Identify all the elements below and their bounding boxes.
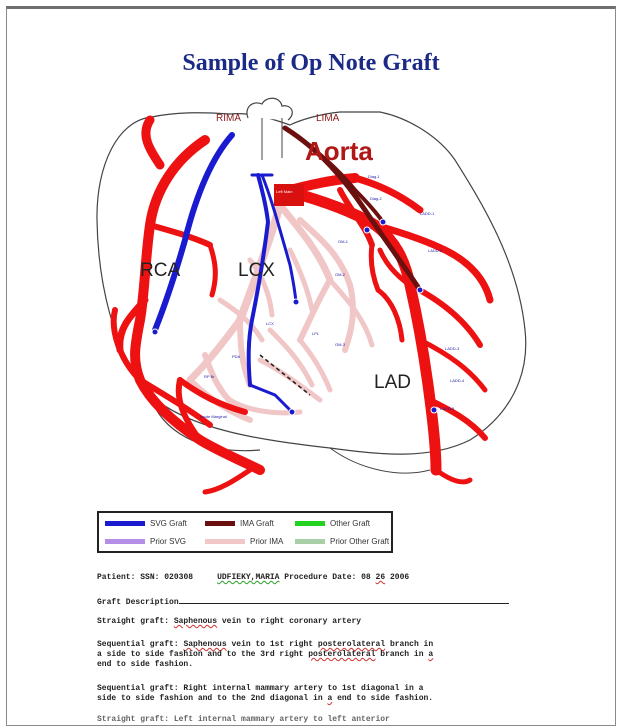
patient-label: Patient: (97, 573, 135, 582)
seq1-prefix: Sequential graft: (97, 640, 179, 649)
label-diag-2: Diag-2 (370, 196, 383, 201)
legend-label: Prior SVG (150, 537, 186, 546)
procedure-day: 26 (376, 573, 386, 582)
label-ladd-1: LADD-1 (420, 211, 435, 216)
label-rp-br: RP Br (204, 374, 215, 379)
label-acute-marginal: Acute Marginal (200, 414, 227, 419)
seq2-line1: Sequential graft: Right internal mammary… (97, 684, 423, 693)
label-left-main: Left Main (276, 189, 292, 194)
heart-lower-outline (330, 448, 430, 473)
seq1-part-b: vein to 1st right (231, 640, 313, 649)
legend-label: IMA Graft (240, 519, 274, 528)
label-rca: RCA (140, 260, 180, 281)
seq1-saphenous: Saphenous (183, 640, 226, 649)
legend-swatch-prior-svg (105, 539, 145, 544)
legend-swatch-prior-other-graft (295, 539, 325, 544)
ssn-label: SSN: (140, 573, 159, 582)
graft-legend: SVG Graft IMA Graft Other Graft Prior SV… (97, 511, 393, 553)
seq1-line2a: a side to side fashion and to the 3rd ri… (97, 650, 303, 659)
legend-swatch-svg-graft (105, 521, 145, 526)
straight-rest: vein to right coronary artery (222, 617, 361, 626)
seq1-line3: end to side fashion. (97, 660, 193, 669)
legend-other-graft: Other Graft (295, 519, 370, 528)
label-rima: RIMA (216, 113, 241, 124)
seq1-part-c: branch in (390, 640, 433, 649)
ssn-value: 020308 (164, 573, 193, 582)
label-lima: LIMA (316, 113, 340, 124)
legend-swatch-other-graft (295, 521, 325, 526)
seq2-article: a (327, 694, 332, 703)
label-lcx: LCX (238, 260, 275, 281)
legend-label: SVG Graft (150, 519, 187, 528)
graft-description-blank (179, 596, 509, 604)
seq1-article: a (428, 650, 433, 659)
aortic-arch-outline (247, 98, 292, 120)
graft-description-line: Graft Description (97, 596, 537, 608)
left-main-box (274, 184, 304, 206)
straight-graft-rca: Straight graft: Saphenous vein to right … (97, 617, 537, 627)
procedure-month: 08 (361, 573, 371, 582)
seq1-posterolateral-2: posterolateral (308, 650, 375, 659)
label-lpl: LPL (312, 331, 320, 336)
graft-description-label: Graft Description (97, 598, 179, 607)
label-lad: LAD (374, 372, 411, 393)
legend-ima-graft: IMA Graft (205, 519, 274, 528)
label-om-2: OM-2 (335, 272, 346, 277)
legend-label: Prior Other Graft (330, 537, 389, 546)
legend-label: Prior IMA (250, 537, 283, 546)
saphenous-word: Saphenous (174, 617, 217, 626)
procedure-year: 2006 (390, 573, 409, 582)
label-om-1: OM-1 (338, 239, 349, 244)
label-pda: PDA (232, 354, 241, 359)
label-diag-1: Diag-1 (368, 174, 381, 179)
legend-prior-ima: Prior IMA (205, 537, 283, 546)
great-vessel-outline (262, 118, 282, 160)
legend-label: Other Graft (330, 519, 370, 528)
seq1-line2b: branch in (380, 650, 423, 659)
label-lcx-small: LCX (266, 321, 274, 326)
patient-name: UDFIEKY,MARIA (217, 573, 279, 582)
legend-swatch-ima-graft (205, 521, 235, 526)
seq2-line2a: side to side fashion and to the 2nd diag… (97, 694, 323, 703)
legend-svg-graft: SVG Graft (105, 519, 187, 528)
legend-prior-other-graft: Prior Other Graft (295, 537, 389, 546)
seq2-line2b: end to side fashion. (337, 694, 433, 703)
procedure-date-label: Procedure Date: (284, 573, 356, 582)
seq1-posterolateral-1: posterolateral (318, 640, 385, 649)
sequential-graft-1: Sequential graft: Saphenous vein to 1st … (97, 640, 537, 670)
label-ladd-4: LADD-4 (450, 378, 465, 383)
label-ladd-5: LADD-5 (440, 406, 455, 411)
patient-line: Patient: SSN: 020308 UDFIEKY,MARIA Proce… (97, 573, 537, 583)
sequential-graft-2: Sequential graft: Right internal mammary… (97, 684, 537, 704)
cut-off-line: Straight graft: Left internal mammary ar… (97, 715, 537, 725)
straight-prefix: Straight graft: (97, 617, 169, 626)
label-ladd-2: LADD-2 (428, 248, 443, 253)
label-aorta: Aorta (305, 136, 373, 166)
legend-prior-svg: Prior SVG (105, 537, 186, 546)
legend-swatch-prior-ima (205, 539, 245, 544)
label-om-3: OM-3 (335, 342, 346, 347)
coronary-artery-network (114, 120, 490, 492)
label-ladd-3: LADD-3 (445, 346, 460, 351)
